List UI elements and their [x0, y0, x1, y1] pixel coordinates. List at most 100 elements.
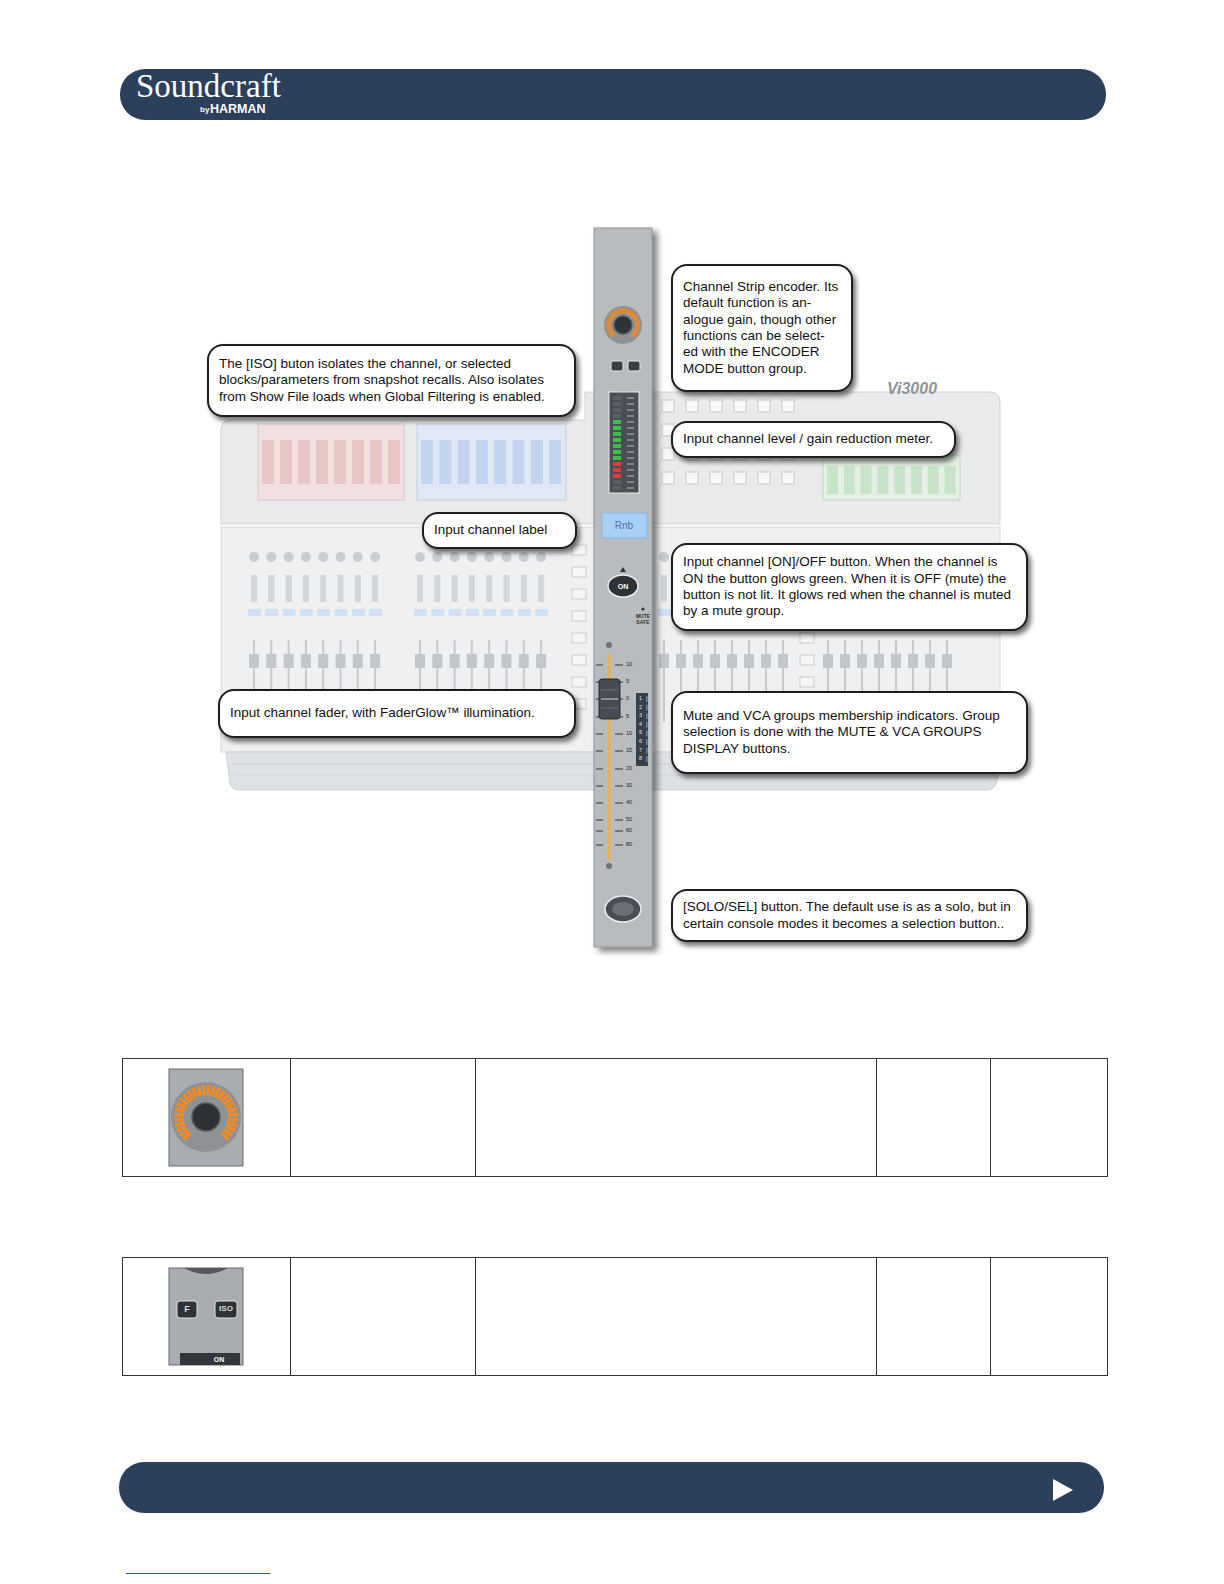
console-controls	[572, 611, 586, 621]
header-bar	[120, 69, 1106, 120]
console-strip	[518, 609, 531, 616]
console-strip	[538, 575, 544, 602]
console-strip	[265, 609, 278, 616]
callout-box: Input channel [ON]/OFF button. When the …	[671, 543, 1028, 631]
console-strip	[266, 654, 276, 668]
encoder-knob	[607, 321, 612, 322]
fader-ticks	[596, 820, 603, 821]
screen-bars	[894, 466, 905, 494]
screen-bars	[945, 466, 956, 494]
meter-scale	[627, 446, 634, 447]
console-controls	[572, 655, 586, 665]
fader-ticks	[615, 665, 623, 666]
console-controls	[782, 472, 794, 484]
meter-leds	[613, 486, 621, 490]
console-strip	[658, 609, 671, 616]
encoder-knob	[609, 332, 613, 335]
console-strip	[467, 552, 477, 562]
fader-ticks	[596, 803, 603, 804]
meter-leds	[613, 480, 621, 484]
screen-bars	[370, 440, 382, 484]
button-legend: ISO	[219, 1305, 233, 1313]
console-strip	[925, 654, 935, 668]
meter-scale	[627, 458, 634, 459]
console-controls	[572, 567, 586, 577]
console-strip	[336, 552, 346, 562]
fader-scale: 30	[626, 783, 632, 789]
console-strip	[318, 654, 328, 668]
console-strip	[891, 654, 901, 668]
fader-scale: 10	[626, 662, 632, 668]
console-background	[258, 424, 404, 500]
screen-bars	[877, 466, 888, 494]
console-strip	[369, 609, 382, 616]
console-strip	[658, 552, 671, 722]
encoder-knob	[174, 1112, 184, 1116]
buttons-photo	[180, 1353, 240, 1365]
meter-scale	[627, 470, 634, 471]
console-strip	[449, 609, 462, 616]
fader-scale: 50	[626, 817, 632, 823]
callout-box: Input channel fader, with FaderGlow™ ill…	[218, 689, 576, 738]
console-strip	[727, 654, 737, 668]
encoder-knob	[201, 1085, 205, 1095]
meter-leds	[613, 414, 621, 418]
console-strip	[469, 575, 475, 602]
encoder-knob	[198, 1086, 201, 1096]
callout-text: Mute and VCA groups membership indicator…	[683, 708, 1016, 757]
console-strip	[336, 654, 346, 668]
screen-bars	[388, 440, 400, 484]
console-strip	[450, 654, 460, 668]
screen-bars	[844, 466, 855, 494]
meter-leds	[613, 426, 621, 430]
callout-text: The [ISO] buton isolates the channel, or…	[219, 356, 564, 405]
meter-scale	[627, 398, 634, 399]
screen-bars	[494, 440, 506, 484]
screen-bars	[439, 440, 451, 484]
fader-ticks	[596, 734, 603, 735]
console-strip	[452, 575, 458, 602]
encoder-knob	[222, 1133, 229, 1140]
console-background	[162, 228, 1050, 995]
channel-strip	[611, 361, 623, 371]
encoder-knob	[613, 311, 616, 315]
encoder-knob	[175, 1109, 185, 1112]
fader-scale: 15	[626, 748, 632, 754]
group-led	[646, 722, 648, 728]
header-bar	[120, 69, 1106, 120]
table-grid	[123, 1059, 1108, 1376]
callout-text: Channel Strip encoder. Its default funct…	[683, 279, 841, 378]
screen-bars	[298, 440, 310, 484]
console-strip	[942, 654, 952, 668]
channel-strip	[606, 642, 612, 648]
encoder-knob	[175, 1123, 185, 1126]
channel-strip	[605, 896, 641, 922]
screen-bars	[827, 466, 956, 494]
meter-scale	[627, 434, 634, 435]
encoder-knob	[633, 315, 637, 318]
console-strip	[693, 654, 703, 668]
console-controls	[782, 400, 794, 412]
group-number: 3	[639, 713, 642, 719]
encoder-knob	[635, 321, 640, 322]
meter-leds	[613, 438, 621, 442]
buttons-photo	[184, 1268, 228, 1274]
table-grid	[123, 1258, 1108, 1376]
encoder-knob	[623, 308, 625, 313]
console-strip	[352, 609, 365, 616]
panel-legend: MUTE SAFE	[632, 614, 654, 625]
channel-strip	[602, 513, 647, 538]
encoder-knob	[227, 1123, 237, 1126]
console-strip	[301, 552, 311, 562]
console-strip	[303, 575, 309, 602]
encoder-knob	[206, 1085, 210, 1095]
encoder-photo	[169, 1069, 243, 1166]
table-grid	[876, 1059, 877, 1177]
meter-scale	[627, 428, 634, 429]
encoder-knob	[616, 310, 618, 315]
callout-box: Input channel level / gain reduction met…	[671, 421, 956, 458]
console-controls	[710, 472, 722, 484]
logo-text: by	[200, 106, 209, 114]
encoder-knob	[608, 318, 613, 320]
